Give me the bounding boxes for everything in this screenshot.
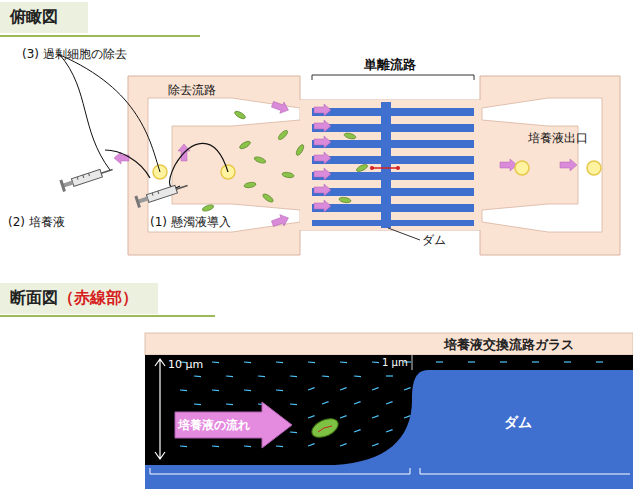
view-heading: 俯瞰図 bbox=[0, 2, 88, 33]
node-text: （赤線部） bbox=[58, 288, 138, 307]
flow-arrows bbox=[114, 99, 577, 230]
part-label: ダム bbox=[422, 232, 446, 249]
cross-section bbox=[145, 333, 633, 489]
header-rule bbox=[0, 35, 200, 37]
dimension: 10 µm bbox=[168, 358, 203, 371]
dam bbox=[381, 102, 391, 228]
node-text: ダム bbox=[504, 414, 532, 430]
part-label: 除去流路 bbox=[168, 82, 216, 99]
flow-arrow: 培養液の流れ bbox=[176, 417, 252, 434]
node-text: 断面図 bbox=[10, 288, 58, 307]
device-top-view bbox=[59, 55, 620, 255]
node-text: 培養液の流れ bbox=[178, 418, 250, 432]
cells bbox=[202, 110, 369, 213]
view-heading: 断面図（赤線部） bbox=[0, 283, 158, 314]
leader-line bbox=[388, 228, 420, 240]
bracket bbox=[312, 75, 474, 80]
header-rule bbox=[0, 315, 215, 317]
syringes bbox=[59, 55, 228, 208]
glass-band: 培養液交換流路ガラス bbox=[440, 334, 578, 356]
part-label: 単離流路 bbox=[364, 56, 416, 74]
node-text: 培養液交換流路ガラス bbox=[444, 337, 574, 352]
dam-region: ダム bbox=[500, 412, 536, 434]
dimension: 1 µm bbox=[382, 357, 408, 368]
isolation-channels bbox=[312, 102, 474, 228]
part-label: 培養液出口 bbox=[528, 130, 588, 147]
part-label: (3) 過剰細胞の除去 bbox=[22, 46, 127, 63]
part-label: (2) 培養液 bbox=[8, 214, 65, 231]
node-text: 俯瞰図 bbox=[10, 7, 58, 26]
part-label: (1) 懸濁液導入 bbox=[150, 214, 231, 231]
